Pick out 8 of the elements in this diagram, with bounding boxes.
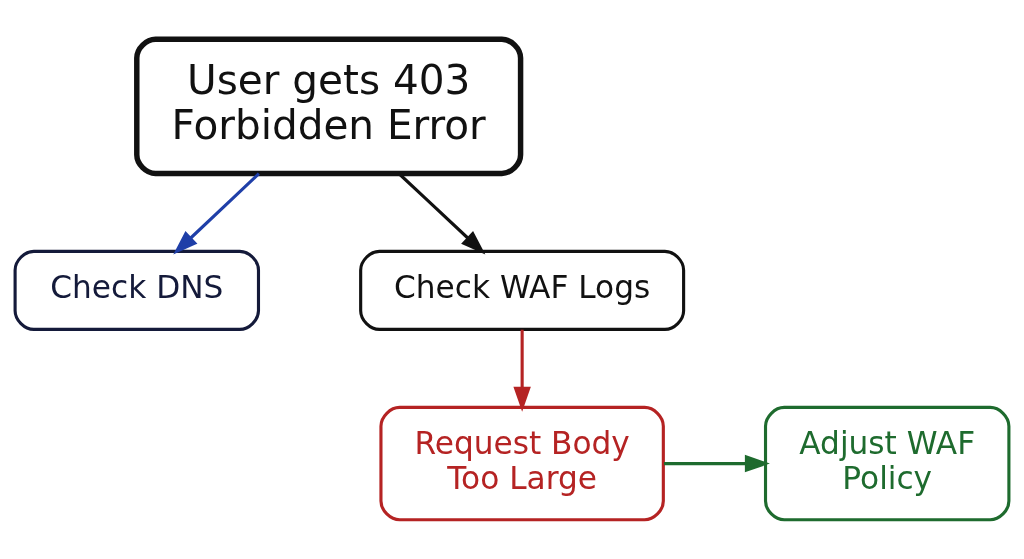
arrow [513,329,531,412]
arrow [173,172,260,255]
node-box: Adjust WAF Policy [763,405,1011,522]
node-box: Request Body Too Large [379,405,665,522]
arrow [664,454,770,473]
node-box: Check WAF Logs [359,249,686,331]
node-box: Check DNS [13,249,261,331]
node-box: User gets 403 Forbidden Error [134,36,524,177]
